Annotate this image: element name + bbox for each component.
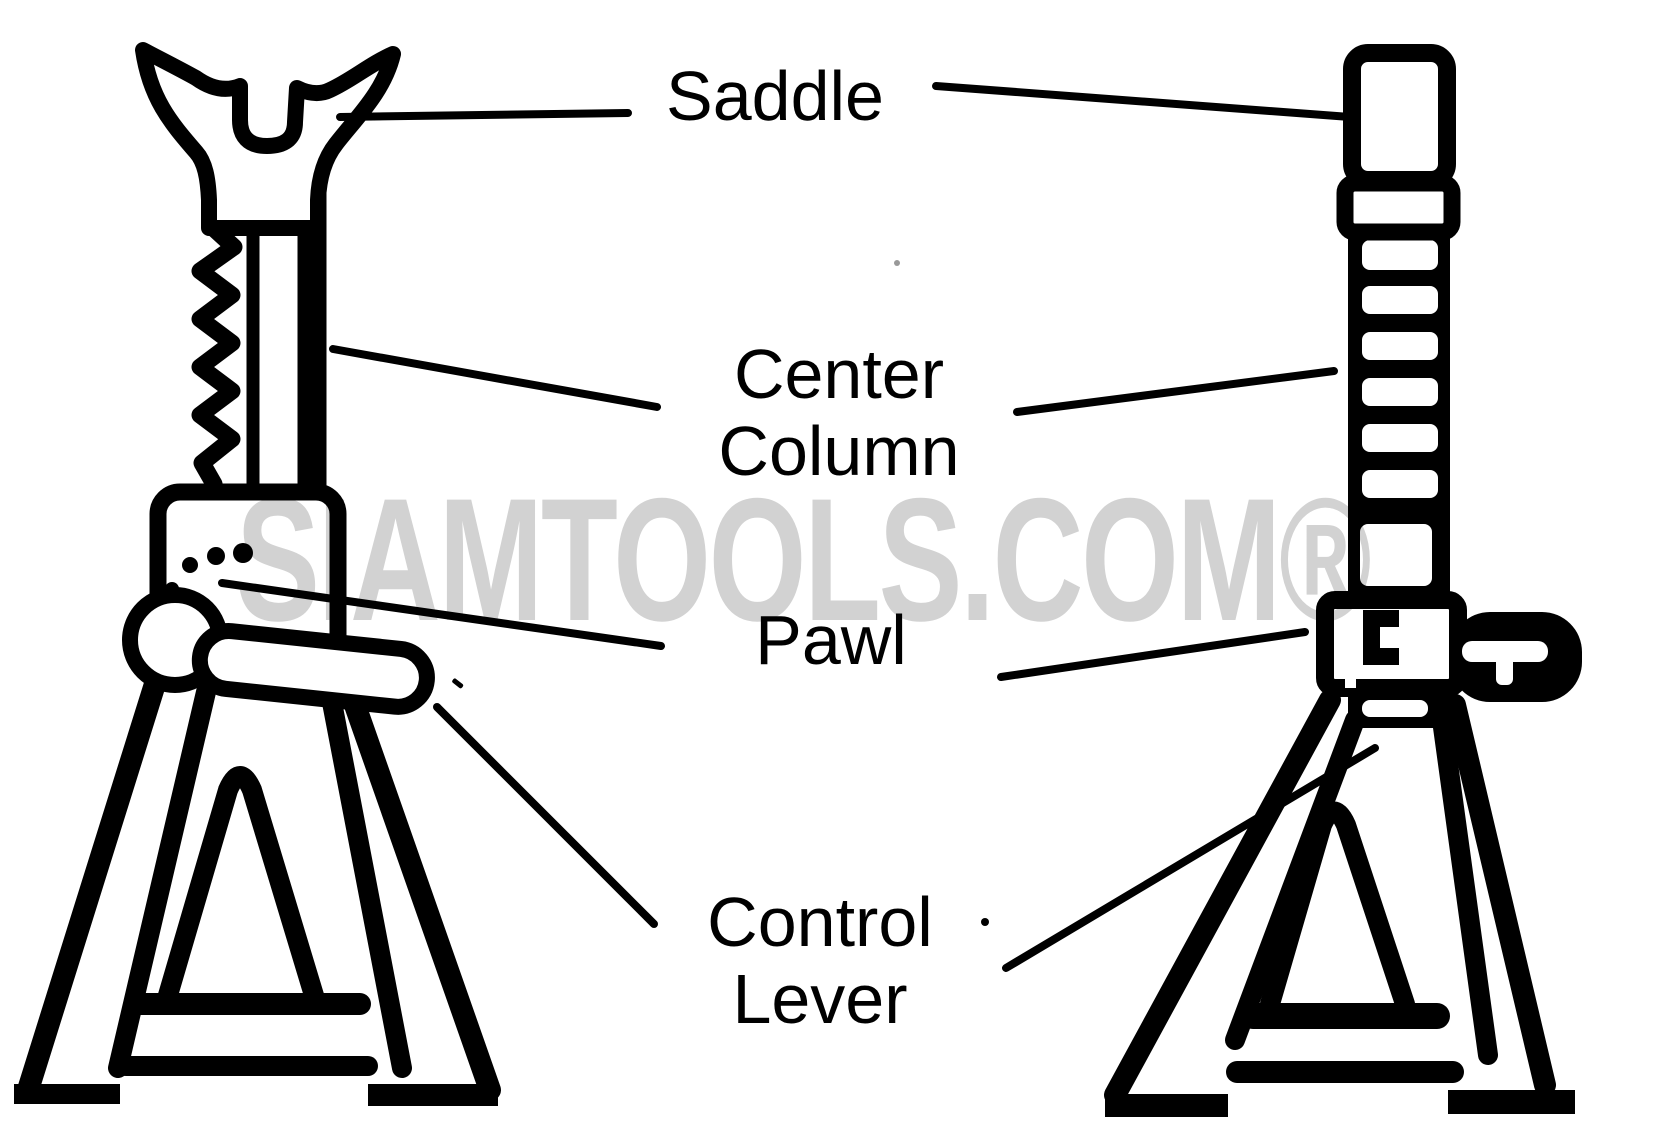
control-lever-leader-left xyxy=(433,703,658,928)
right-stand-base xyxy=(1104,689,1575,1117)
center-column-leader-right xyxy=(1013,367,1338,416)
left-stand-pawl-housing xyxy=(122,483,435,715)
left-stand-left-foot xyxy=(14,1084,120,1104)
center-column-label: Center Column xyxy=(718,336,959,490)
saddle-leader-right xyxy=(932,82,1354,121)
pawl-label: Pawl xyxy=(755,601,907,679)
control-lever-label: Control Lever xyxy=(707,884,933,1038)
scan-specks xyxy=(452,260,989,926)
left-stand-arch-cutout xyxy=(156,766,326,1012)
right-stand-arch-cutout xyxy=(1260,801,1415,1014)
right-stand-pawl-housing xyxy=(1316,591,1582,728)
right-stand-right-foot xyxy=(1448,1090,1575,1114)
center-column-leader-left xyxy=(329,345,661,411)
pawl-leader-right xyxy=(997,628,1309,681)
right-stand-saddle xyxy=(1343,44,1456,189)
pawl-leader-left xyxy=(218,579,665,650)
left-stand-base xyxy=(14,657,501,1106)
right-jack-stand xyxy=(1104,44,1582,1117)
saddle-label: Saddle xyxy=(666,57,884,135)
control-lever-leader-right xyxy=(1002,744,1379,972)
column-upper-segment xyxy=(1336,174,1461,241)
control-lever-label-line2: Lever xyxy=(732,960,908,1038)
pawl-dots xyxy=(165,543,253,596)
leader-lines xyxy=(218,82,1379,972)
left-stand-right-foot xyxy=(368,1084,498,1106)
center-column-label-line2: Column xyxy=(718,412,960,490)
left-stand-control-lever xyxy=(191,623,435,715)
left-jack-stand xyxy=(14,42,501,1106)
control-lever-label-line1: Control xyxy=(707,883,933,961)
column-notches xyxy=(1360,240,1438,586)
neck-slot xyxy=(1362,700,1428,717)
left-stand-saddle xyxy=(135,42,401,236)
saddle-leader-left xyxy=(336,109,632,121)
center-column-label-line1: Center xyxy=(733,335,945,413)
pawl-detail xyxy=(1363,610,1399,665)
right-stand-left-foot xyxy=(1105,1094,1228,1117)
right-stand-control-lever xyxy=(1450,612,1582,702)
right-stand-center-column xyxy=(1336,174,1461,604)
